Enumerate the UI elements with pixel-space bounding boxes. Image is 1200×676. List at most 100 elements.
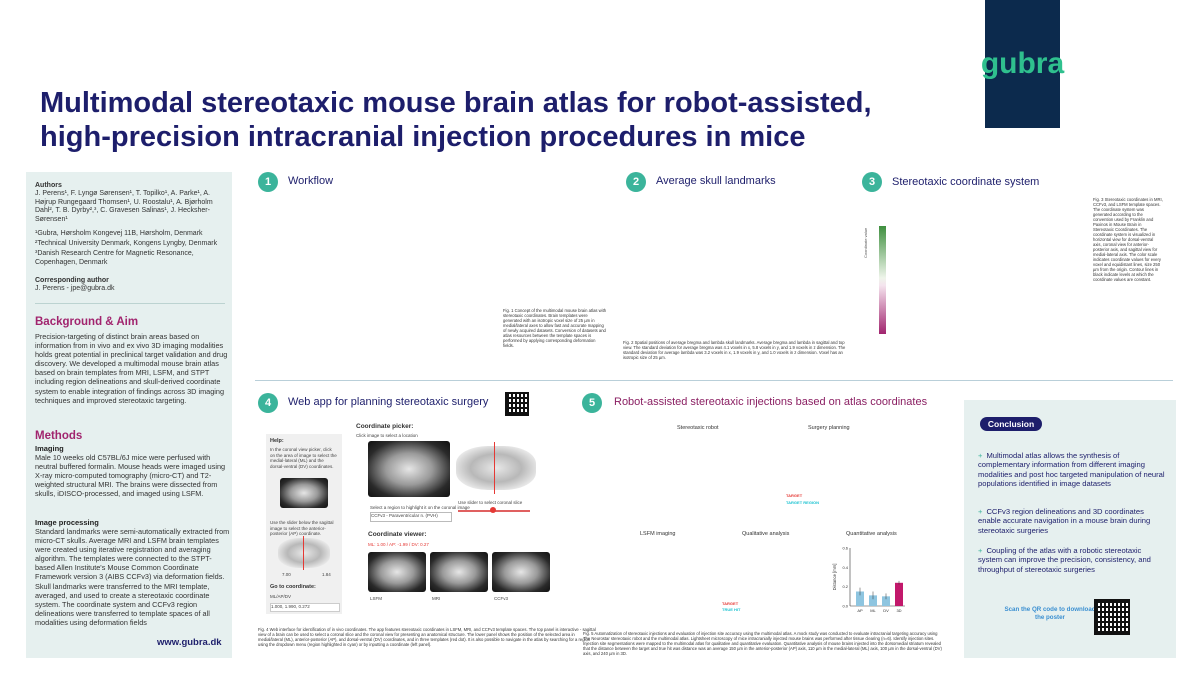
qual-target-label: TARGET [722, 601, 739, 606]
help-sagittal-image [278, 538, 330, 568]
figure-1-caption: Fig. 1 Concept of the multimodal mouse b… [503, 308, 607, 348]
authors-heading: Authors [35, 182, 62, 189]
y-tick-label: 0.4 [842, 565, 848, 570]
distance-bar-chart: 0.6 0.4 0.2 0.0 Distance [mm] AP ML DV 3D [832, 546, 905, 613]
region-search-dropdown[interactable]: CCFv3 - Paraventricular n. (PVH) [370, 512, 452, 522]
plus-icon: + [978, 451, 983, 460]
imaging-heading: Imaging [35, 444, 64, 453]
gubra-logo: gubra [981, 0, 1064, 128]
goto-hint: ML/AP/DV [270, 594, 292, 599]
section-divider [255, 380, 1173, 381]
coronal-picker-image[interactable] [368, 441, 450, 497]
y-tick-label: 0.6 [842, 546, 848, 551]
affiliation-2: ²Technical University Denmark, Kongens L… [35, 240, 218, 247]
conclusion-item-3-text: Coupling of the atlas with a robotic ste… [978, 546, 1151, 574]
qualitative-analysis-label: Qualitative analysis [742, 531, 790, 537]
help-coronal-image [280, 478, 328, 508]
help-slice-marker [303, 536, 304, 570]
bar-3d [895, 582, 903, 606]
lsfm-template-image [368, 552, 426, 592]
webapp-help-panel [266, 434, 342, 614]
conclusion-item-2: +CCFv3 region delineations and 3D coordi… [978, 507, 1166, 535]
slider-handle[interactable] [490, 507, 496, 513]
figure-3-caption: Fig. 3 Stereotaxic coordinates in MRI, C… [1093, 197, 1163, 282]
section-1-number: 1 [258, 172, 278, 192]
colorbar-label: Coordinate value [863, 227, 868, 258]
methods-heading: Methods [35, 430, 83, 442]
affiliation-3: ³Danish Research Centre for Magnetic Res… [35, 250, 194, 266]
authors-names: J. Perens¹, F. Lyngø Sørensen¹, T. Topil… [35, 190, 213, 223]
quantitative-analysis-label: Quantitative analysis [846, 531, 897, 537]
template-label-mri: MRI [432, 596, 441, 601]
qr-instruction: Scan the QR code to download the poster [1004, 606, 1096, 621]
poster-qr-code[interactable] [1094, 599, 1130, 635]
x-tick-label: 3D [896, 608, 901, 613]
bar-ap [856, 591, 864, 606]
x-tick-label: AP [857, 608, 863, 613]
bar-ml [869, 595, 877, 606]
ccfv3-template-image [492, 552, 550, 592]
section-1-title: Workflow [288, 175, 334, 187]
y-axis-label: Distance [mm] [832, 564, 837, 591]
title-line-2: high-precision intracranial injection pr… [40, 121, 806, 153]
qual-true-hit-label: TRUE HIT [722, 607, 741, 612]
viewer-title: Coordinate viewer: [368, 531, 427, 538]
conclusion-item-2-text: CCFv3 region delineations and 3D coordin… [978, 507, 1151, 535]
y-tick-label: 0.0 [842, 604, 848, 609]
section-5-number: 5 [582, 393, 602, 413]
section-3-title: Stereotaxic coordinate system [892, 176, 1040, 188]
plus-icon: + [978, 546, 983, 555]
conclusion-item-1: +Multimodal atlas allows the synthesis o… [978, 451, 1166, 489]
picker-title: Coordinate picker: [356, 423, 414, 430]
section-5-title: Robot-assisted stereotaxic injections ba… [614, 396, 928, 408]
processing-text: Standard landmarks were semi-automatical… [35, 527, 230, 627]
coronal-slice-marker [494, 442, 495, 494]
affiliation-1: ¹Gubra, Hørsholm Kongevej 11B, Hørsholm,… [35, 230, 203, 237]
figure-4-caption: Fig. 4 Web interface for identification … [258, 627, 596, 647]
conclusion-item-3: +Coupling of the atlas with a robotic st… [978, 546, 1166, 574]
section-2-number: 2 [626, 172, 646, 192]
template-label-ccfv3: CCFv3 [494, 596, 509, 601]
background-text: Precision-targeting of distinct brain ar… [35, 332, 228, 405]
poster-title: Multimodal stereotaxic mouse brain atlas… [40, 86, 940, 154]
lsfm-imaging-label: LSFM imaging [640, 531, 676, 537]
picker-subtitle: Click image to select a location [356, 433, 418, 438]
logo-text: gubra [980, 47, 1065, 80]
conclusion-item-1-text: Multimodal atlas allows the synthesis of… [978, 451, 1165, 489]
section-3-number: 3 [862, 172, 882, 192]
conclusion-panel [964, 400, 1176, 658]
website-link[interactable]: www.gubra.dk [157, 637, 222, 648]
template-label-lsfm: LSFM [370, 596, 383, 601]
search-label: Select a region to highlight it on the c… [370, 505, 470, 510]
surgery-planning-label: Surgery planning [808, 425, 850, 431]
title-line-1: Multimodal stereotaxic mouse brain atlas… [40, 87, 872, 119]
y-tick-label: 0.2 [842, 584, 848, 589]
viewer-coordinates: ML: 1.00 / AP: -1.99 / DV: 0.27 [368, 542, 429, 547]
corresponding-author: J. Perens - jpe@gubra.dk [35, 285, 115, 292]
slider-min-label: 7.00 [282, 572, 291, 577]
target-region-label: TARGET REGION [786, 500, 820, 505]
x-tick-label: ML [870, 608, 876, 613]
slider-max-label: 1.84 [322, 572, 331, 577]
section-2-title: Average skull landmarks [656, 175, 776, 187]
help-heading: Help: [270, 438, 284, 444]
section-4-title: Web app for planning stereotaxic surgery [288, 396, 489, 408]
figure-5-caption: Fig. 5 Automatization of stereotaxic inj… [583, 631, 942, 656]
sagittal-picker-image[interactable] [456, 446, 536, 490]
webapp-qr-code[interactable] [505, 392, 529, 416]
help-text-2: Use the slider below the sagittal image … [270, 520, 334, 536]
stereotaxic-robot-label: Stereotaxic robot [677, 425, 719, 431]
section-4-number: 4 [258, 393, 278, 413]
processing-heading: Image processing [35, 518, 99, 527]
goto-heading: Go to coordinate: [270, 584, 316, 590]
corresponding-heading: Corresponding author [35, 277, 109, 284]
imaging-text: Male 10 weeks old C57BL/6J mice were per… [35, 453, 226, 499]
bar-dv [882, 596, 890, 606]
mri-template-image [430, 552, 488, 592]
conclusion-heading: Conclusion [980, 417, 1042, 431]
figure-2-caption: Fig. 2 Spatial positions of average breg… [623, 340, 846, 360]
divider [35, 303, 225, 304]
x-tick-label: DV [883, 608, 889, 613]
target-label: TARGET [786, 493, 803, 498]
goto-coordinate-input[interactable]: 1.000, 1.990, 0.272 [270, 603, 340, 612]
